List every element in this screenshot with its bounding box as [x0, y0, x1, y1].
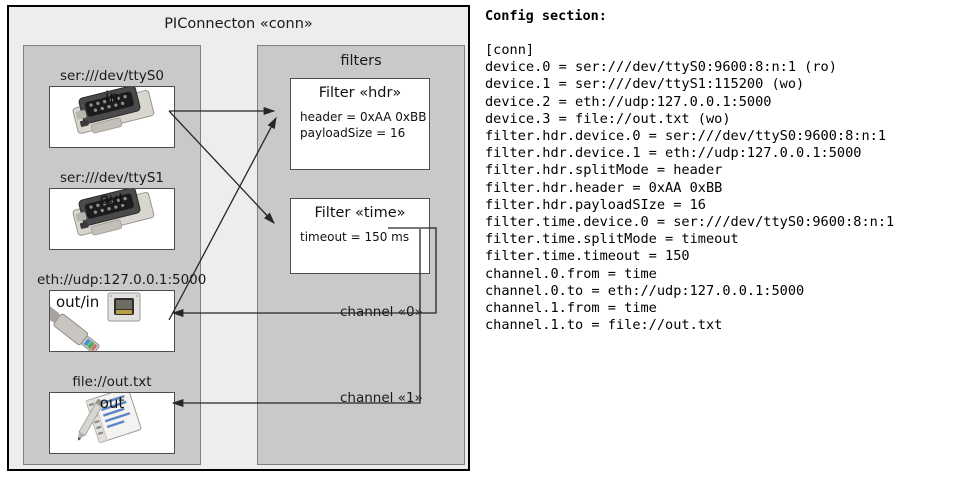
device-group-ttys0[interactable]: ser:///dev/ttyS0 in [49, 68, 175, 148]
config-line: filter.time.device.0 = ser:///dev/ttyS0:… [485, 214, 895, 231]
device-box-ttys1[interactable]: out [49, 188, 175, 250]
text-file-icon [78, 393, 142, 444]
device-box-eth[interactable]: out/in [49, 290, 175, 352]
config-line: device.1 = ser:///dev/ttyS1:115200 (wo) [485, 76, 805, 93]
device-group-file[interactable]: file://out.txt out [49, 374, 175, 454]
config-body: [conn]device.0 = ser:///dev/ttyS0:9600:8… [485, 42, 894, 334]
config-line: channel.1.from = time [485, 300, 657, 317]
config-line: filter.time.timeout = 150 [485, 248, 690, 265]
piconnector-outer-box: PIConnecton «conn» ser:///dev/ttyS0 in [7, 5, 470, 471]
channel-label-1: channel «1» [340, 390, 423, 406]
config-line: device.2 = eth://udp:127.0.0.1:5000 [485, 93, 772, 110]
filters-panel: filters Filter «hdr» header = 0xAA 0xBB … [257, 45, 465, 465]
ethernet-jack-icon [50, 292, 141, 351]
device-box-ttys0[interactable]: in [49, 86, 175, 148]
filter-box-time[interactable]: Filter «time» timeout = 150 ms [290, 198, 430, 274]
connector-diagram: PIConnecton «conn» ser:///dev/ttyS0 in [0, 0, 478, 484]
filter-box-hdr[interactable]: Filter «hdr» header = 0xAA 0xBB payloadS… [290, 78, 430, 170]
filter-title-hdr: Filter «hdr» [318, 85, 402, 101]
filter-prop: header = 0xAA 0xBB [300, 110, 427, 124]
device-direction-file: out [99, 394, 125, 412]
device-direction-ttys0: in [105, 88, 119, 106]
device-group-eth[interactable]: eth://udp:127.0.0.1:5000 out/in [37, 272, 207, 352]
filter-title-time: Filter «time» [314, 205, 406, 221]
filter-prop: payloadSize = 16 [300, 125, 406, 140]
device-label-ttys0: ser:///dev/ttyS0 [60, 68, 164, 84]
config-line: device.3 = file://out.txt (wo) [485, 110, 731, 127]
device-label-file: file://out.txt [72, 374, 152, 390]
devices-panel: ser:///dev/ttyS0 in [23, 45, 207, 465]
device-group-ttys1[interactable]: ser:///dev/ttyS1 out [49, 170, 175, 250]
config-line: channel.0.from = time [485, 265, 657, 282]
serial-port-icon [72, 87, 155, 134]
serial-port-icon [72, 189, 155, 236]
config-line: filter.hdr.device.0 = ser:///dev/ttyS0:9… [485, 128, 887, 145]
config-line: channel.1.to = file://out.txt [485, 317, 723, 334]
diagram-title: PIConnecton «conn» [164, 16, 313, 32]
device-label-ttys1: ser:///dev/ttyS1 [60, 170, 164, 186]
config-section: Config section: [conn]device.0 = ser:///… [483, 0, 964, 484]
filter-prop: timeout = 150 ms [300, 230, 410, 244]
device-box-file[interactable]: out [49, 392, 175, 454]
config-heading: Config section: [485, 8, 607, 24]
filter-props-time: timeout = 150 ms [300, 230, 423, 246]
config-line: device.0 = ser:///dev/ttyS0:9600:8:n:1 (… [485, 59, 837, 76]
config-line: [conn] [485, 42, 535, 58]
config-line: filter.hdr.header = 0xAA 0xBB [485, 179, 723, 196]
config-line: filter.hdr.splitMode = header [485, 162, 723, 179]
channel-label-0: channel «0» [340, 304, 423, 320]
filter-props-hdr: header = 0xAA 0xBB payloadSize = 16 [300, 110, 427, 142]
config-line: filter.time.splitMode = timeout [485, 231, 739, 248]
device-direction-eth: out/in [56, 293, 100, 311]
config-line: channel.0.to = eth://udp:127.0.0.1:5000 [485, 282, 805, 299]
device-label-eth: eth://udp:127.0.0.1:5000 [37, 272, 207, 288]
config-line: filter.hdr.device.1 = eth://udp:127.0.0.… [485, 145, 862, 162]
device-direction-ttys1: out [99, 190, 125, 208]
filters-panel-title: filters [340, 53, 382, 69]
config-line: filter.hdr.payloadSIze = 16 [485, 196, 706, 213]
